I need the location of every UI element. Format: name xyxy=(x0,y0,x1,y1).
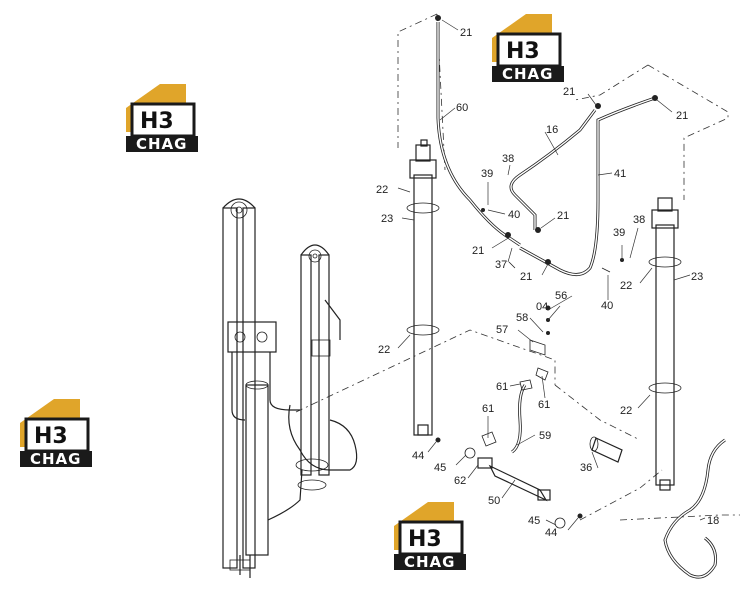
cylinder-left xyxy=(406,139,440,436)
fittings xyxy=(435,15,658,529)
part-label-45: 45 xyxy=(528,515,540,527)
cylinder-right xyxy=(648,197,682,491)
part-label-04: 04 xyxy=(536,301,548,313)
part-label-40: 40 xyxy=(508,209,520,221)
part-label-45: 45 xyxy=(434,462,446,474)
watermark-mark: H3 xyxy=(506,39,540,64)
part-label-22: 22 xyxy=(378,344,390,356)
part-label-36: 36 xyxy=(580,462,592,474)
part-label-16: 16 xyxy=(546,124,558,136)
leader-lines xyxy=(397,19,706,531)
part-label-39: 39 xyxy=(613,227,625,239)
watermark-logo: H3 CHAG xyxy=(492,14,564,83)
watermark-brand: CHAG xyxy=(502,65,553,83)
part-label-61: 61 xyxy=(496,381,508,393)
watermark-brand: CHAG xyxy=(30,450,81,468)
part-label-41: 41 xyxy=(614,168,626,180)
part-label-62: 62 xyxy=(454,475,466,487)
part-label-39: 39 xyxy=(481,168,493,180)
part-label-21: 21 xyxy=(460,27,472,39)
watermark-logo: H3 CHAG xyxy=(20,399,92,468)
part-label-22: 22 xyxy=(376,184,388,196)
part-label-21: 21 xyxy=(557,210,569,222)
part-label-40: 40 xyxy=(601,300,613,312)
part-labels: 21 60 16 21 21 38 39 40 41 21 21 37 21 3… xyxy=(376,27,719,539)
watermark-brand: CHAG xyxy=(404,553,455,571)
part-label-21: 21 xyxy=(472,245,484,257)
part-label-56: 56 xyxy=(555,290,567,302)
part-label-23: 23 xyxy=(691,271,703,283)
watermark-brand: CHAG xyxy=(136,135,187,153)
part-label-21: 21 xyxy=(676,110,688,122)
part-label-18: 18 xyxy=(707,515,719,527)
part-label-58: 58 xyxy=(516,312,528,324)
watermark-logo: H3 CHAG xyxy=(394,502,466,571)
part-label-50: 50 xyxy=(488,495,500,507)
watermark-mark: H3 xyxy=(34,424,68,449)
part-label-59: 59 xyxy=(539,430,551,442)
part-label-61: 61 xyxy=(538,399,550,411)
part-label-21: 21 xyxy=(563,86,575,98)
part-label-44: 44 xyxy=(545,527,557,539)
part-label-38: 38 xyxy=(502,153,514,165)
part-label-57: 57 xyxy=(496,324,508,336)
watermark-mark: H3 xyxy=(140,109,174,134)
part-label-22: 22 xyxy=(620,280,632,292)
part-label-22: 22 xyxy=(620,405,632,417)
watermark-mark: H3 xyxy=(408,527,442,552)
part-label-44: 44 xyxy=(412,450,424,462)
part-label-37: 37 xyxy=(495,259,507,271)
part-label-21: 21 xyxy=(520,271,532,283)
part-label-23: 23 xyxy=(381,213,393,225)
watermark-logo: H3 CHAG xyxy=(126,84,198,153)
part-label-61: 61 xyxy=(482,403,494,415)
assembly-guide-lines xyxy=(295,13,740,521)
assembled-mast-view xyxy=(222,198,358,578)
part-label-38: 38 xyxy=(633,214,645,226)
part-label-60: 60 xyxy=(456,102,468,114)
hoses xyxy=(436,22,726,579)
